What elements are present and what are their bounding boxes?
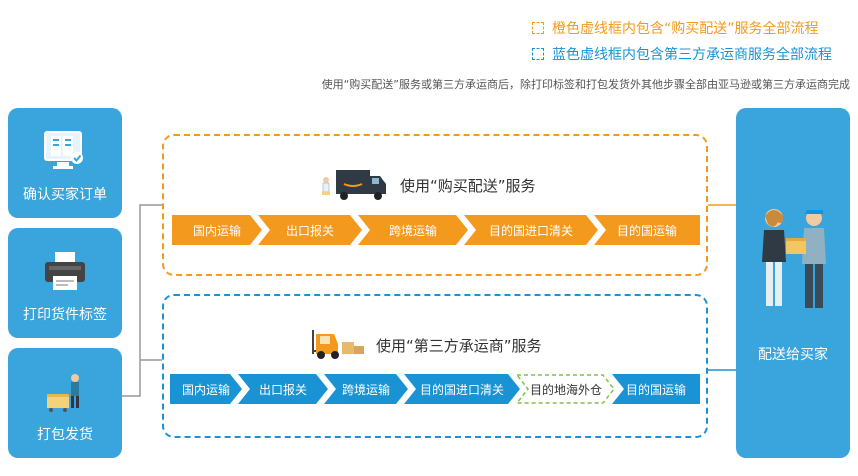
stage-label: 出口报关 bbox=[258, 382, 307, 397]
legend-blue-text: 蓝色虚线框内包含第三方承运商服务全部流程 bbox=[552, 47, 832, 63]
stage-label: 目的国进口清关 bbox=[419, 382, 504, 397]
step-label: 打印货件标签 bbox=[23, 307, 107, 323]
legend-orange: 橙色虚线框内包含“购买配送”服务全部流程 bbox=[532, 18, 819, 38]
step-deliver: 配送给买家 bbox=[736, 108, 850, 458]
stage-label: 目的国运输 bbox=[616, 223, 677, 238]
stage-label: 目的国运输 bbox=[625, 382, 686, 397]
step-label: 确认买家订单 bbox=[23, 187, 107, 203]
blue-dashed-square-icon bbox=[532, 48, 544, 60]
buy-shipping-box bbox=[162, 134, 708, 276]
forklift-icon bbox=[312, 330, 364, 359]
tp-stage-domestic: 国内运输 bbox=[170, 374, 242, 404]
orange-dashed-square-icon bbox=[532, 22, 544, 34]
stage-label: 国内运输 bbox=[181, 382, 230, 397]
note-text: 使用“购买配送”服务或第三方承运商后，除打印标签和打包发货外其他步骤全部由亚马逊… bbox=[321, 78, 850, 91]
delivery-van-icon bbox=[322, 170, 386, 200]
buy-shipping-title: 使用“购买配送”服务 bbox=[400, 177, 536, 195]
legend-orange-text: 橙色虚线框内包含“购买配送”服务全部流程 bbox=[552, 21, 819, 37]
buy-stage-crossborder: 跨境运输 bbox=[358, 215, 468, 245]
tp-stage-destination: 目的国运输 bbox=[612, 374, 700, 404]
buy-stage-destination: 目的国运输 bbox=[594, 215, 700, 245]
third-party-title: 使用“第三方承运商”服务 bbox=[376, 337, 542, 355]
buy-stage-export: 出口报关 bbox=[258, 215, 362, 245]
stage-label: 目的国进口清关 bbox=[488, 223, 573, 238]
tp-stage-export: 出口报关 bbox=[238, 374, 328, 404]
tp-stage-crossborder: 跨境运输 bbox=[324, 374, 408, 404]
tp-stage-overseas-warehouse: 目的地海外仓 bbox=[516, 374, 616, 404]
packing-worker-icon bbox=[47, 374, 79, 412]
courier-handover-icon bbox=[762, 209, 826, 308]
buy-stage-domestic: 国内运输 bbox=[172, 215, 262, 245]
stage-label: 国内运输 bbox=[192, 223, 241, 238]
step-pack-ship: 打包发货 bbox=[8, 348, 122, 458]
deliver-label: 配送给买家 bbox=[758, 347, 828, 363]
stage-label: 跨境运输 bbox=[341, 382, 390, 397]
tp-stage-import: 目的国进口清关 bbox=[404, 374, 520, 404]
stage-label: 目的地海外仓 bbox=[529, 382, 602, 397]
buy-stage-import: 目的国进口清关 bbox=[464, 215, 598, 245]
printer-icon bbox=[45, 252, 85, 290]
stage-label: 出口报关 bbox=[285, 223, 334, 238]
step-label: 打包发货 bbox=[37, 427, 93, 443]
legend-blue: 蓝色虚线框内包含第三方承运商服务全部流程 bbox=[532, 44, 832, 64]
order-document-icon bbox=[44, 131, 83, 169]
stage-label: 跨境运输 bbox=[388, 223, 437, 238]
step-print-label: 打印货件标签 bbox=[8, 228, 122, 338]
tp-stage-overseas-warehouse-outline bbox=[516, 374, 615, 404]
step-confirm-order: 确认买家订单 bbox=[8, 108, 122, 218]
third-party-box bbox=[162, 294, 708, 438]
